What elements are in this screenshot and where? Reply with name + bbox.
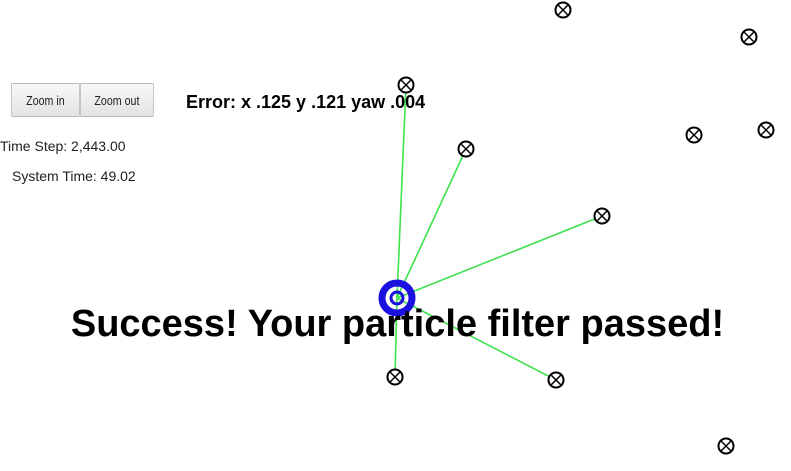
observation-line [396, 215, 603, 299]
landmark-x-icon [554, 1, 572, 19]
landmark-x-icon [593, 207, 611, 225]
zoom-in-button[interactable]: Zoom in [11, 83, 80, 117]
observation-line [396, 297, 557, 381]
landmark-x-icon [740, 28, 758, 46]
landmarks [386, 1, 775, 455]
landmark-x-icon [457, 140, 475, 158]
observation-line [396, 84, 407, 299]
vehicle-icon [378, 279, 416, 317]
vehicle-ring [378, 279, 416, 317]
landmark-x-icon [685, 126, 703, 144]
time-step-label: Time Step: 2,443.00 [0, 138, 126, 154]
observation-line [396, 148, 467, 299]
success-message: Success! Your particle filter passed! [70, 303, 725, 345]
landmark-x-icon [547, 371, 565, 389]
vehicle-core [389, 290, 405, 306]
zoom-out-button[interactable]: Zoom out [80, 83, 154, 117]
landmark-x-icon [397, 76, 415, 94]
landmark-x-icon [386, 368, 404, 386]
landmark-x-icon [717, 437, 735, 455]
landmark-x-icon [757, 121, 775, 139]
error-readout: Error: x .125 y .121 yaw .004 [186, 92, 426, 112]
system-time-label: System Time: 49.02 [12, 168, 136, 184]
